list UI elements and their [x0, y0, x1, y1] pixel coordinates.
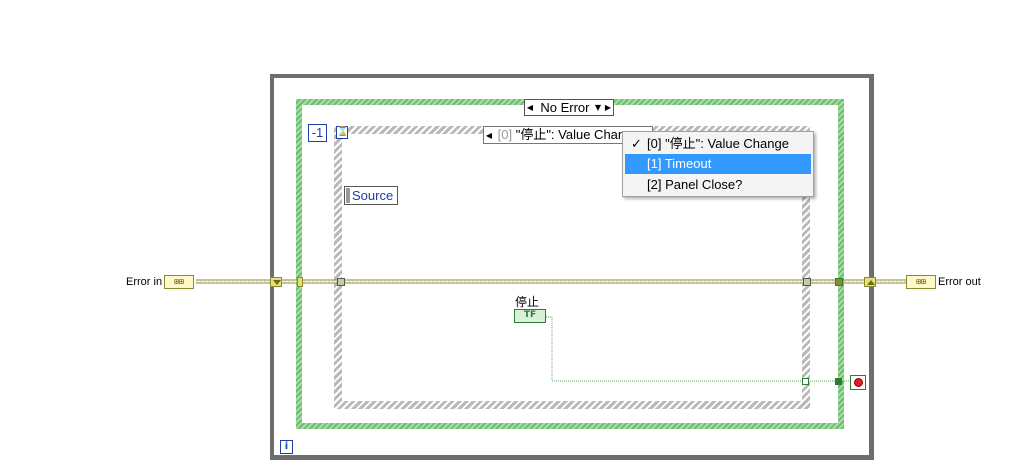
- source-label: Source: [352, 188, 394, 203]
- error-out-terminal[interactable]: ⊞⊞: [906, 275, 936, 289]
- hourglass-icon[interactable]: ⌛: [336, 126, 349, 139]
- error-in-label: Error in: [126, 276, 163, 288]
- menu-item-label: [2] Panel Close?: [647, 177, 743, 192]
- case-selector[interactable]: ◀ No Error ▼ ▶: [524, 99, 614, 116]
- event-bool-tunnel[interactable]: [802, 378, 809, 385]
- down-arrow-icon: [273, 280, 281, 285]
- error-out-label: Error out: [938, 276, 981, 288]
- event-selector-label: [0] "停止": Value Chan: [494, 127, 626, 143]
- event-selector[interactable]: ◀ [0] "停止": Value Chan: [483, 126, 653, 144]
- case-bool-tunnel[interactable]: [835, 378, 842, 385]
- up-arrow-icon: [867, 280, 875, 285]
- case-prev-arrow-icon[interactable]: ◀: [526, 103, 534, 112]
- error-wire: [196, 279, 906, 284]
- iteration-terminal: i: [280, 440, 293, 454]
- menu-item-panel-close[interactable]: [2] Panel Close?: [625, 175, 811, 195]
- chevron-down-icon[interactable]: ▼: [594, 103, 601, 112]
- stop-icon: [854, 378, 863, 387]
- event-case-menu: ✓ [0] "停止": Value Change [1] Timeout [2]…: [622, 131, 814, 197]
- stop-control-label: 停止: [515, 295, 540, 309]
- case-selector-terminal[interactable]: [297, 277, 303, 287]
- event-output-tunnel[interactable]: [803, 278, 811, 286]
- error-in-terminal[interactable]: ⊞⊞: [164, 275, 194, 289]
- timeout-constant[interactable]: -1: [308, 124, 327, 142]
- case-next-arrow-icon[interactable]: ▶: [604, 103, 612, 112]
- case-selector-label: No Error: [540, 100, 590, 115]
- event-prev-arrow-icon[interactable]: ◀: [485, 130, 493, 140]
- stop-boolean-control[interactable]: TF: [514, 309, 546, 323]
- menu-item-label: [1] Timeout: [647, 156, 712, 171]
- loop-condition-terminal[interactable]: [850, 375, 866, 390]
- event-selector-index: [0]: [497, 127, 513, 142]
- case-output-tunnel[interactable]: [835, 278, 843, 286]
- stop-wire: [546, 316, 850, 382]
- menu-item-timeout[interactable]: [1] Timeout: [625, 154, 811, 174]
- event-data-node[interactable]: Source: [344, 186, 398, 205]
- event-input-tunnel[interactable]: [337, 278, 345, 286]
- event-selector-text: "停止": Value Chan: [512, 127, 626, 142]
- node-handle: [346, 188, 350, 203]
- menu-item-value-change[interactable]: ✓ [0] "停止": Value Change: [625, 134, 811, 154]
- menu-item-label: [0] "停止": Value Change: [647, 136, 789, 151]
- check-icon: ✓: [631, 136, 642, 151]
